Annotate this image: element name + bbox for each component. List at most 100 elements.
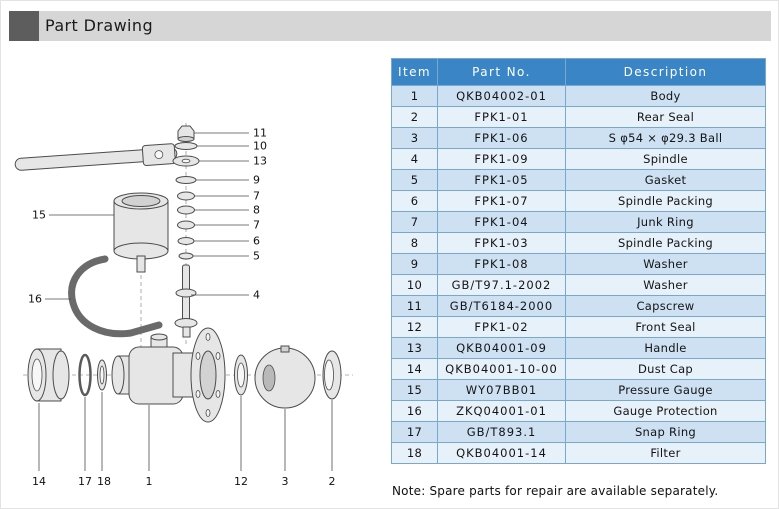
callout-17: 17 [78, 475, 92, 488]
spare-parts-note: Note: Spare parts for repair are availab… [392, 484, 719, 498]
part-no-cell: FPK1-08 [437, 253, 566, 275]
item-cell: 18 [391, 442, 438, 464]
description-cell: Gauge Protection [565, 400, 766, 422]
callout-7a: 7 [253, 190, 260, 203]
front-seal-drawing [234, 354, 248, 396]
callout-3: 3 [282, 475, 289, 488]
part-no-cell: GB/T6184-2000 [437, 295, 566, 317]
spindle-packing-7b-drawing [177, 220, 195, 230]
page-title: Part Drawing [45, 16, 154, 35]
part-no-cell: QKB04001-09 [437, 337, 566, 359]
description-cell: Washer [565, 253, 766, 275]
part-no-cell: WY07BB01 [437, 379, 566, 401]
callout-11: 11 [253, 127, 267, 140]
item-cell: 11 [391, 295, 438, 317]
description-cell: Snap Ring [565, 421, 766, 443]
spindle-packing-7a-drawing [177, 191, 195, 201]
description-cell: Junk Ring [565, 211, 766, 233]
callout-10: 10 [253, 140, 267, 153]
washer-10-drawing [174, 142, 198, 150]
item-cell: 1 [391, 85, 438, 107]
description-cell: Spindle [565, 148, 766, 170]
callout-7b: 7 [253, 219, 260, 232]
callout-14: 14 [32, 475, 46, 488]
header-item: Item [391, 58, 438, 86]
description-cell: Spindle Packing [565, 190, 766, 212]
callout-9: 9 [253, 174, 260, 187]
part-no-cell: FPK1-05 [437, 169, 566, 191]
callout-16: 16 [28, 293, 42, 306]
part-no-cell: FPK1-01 [437, 106, 566, 128]
item-cell: 12 [391, 316, 438, 338]
item-cell: 7 [391, 211, 438, 233]
description-cell: S φ54 × φ29.3 Ball [565, 127, 766, 149]
handle-hub-drawing [172, 155, 200, 167]
item-cell: 4 [391, 148, 438, 170]
header-part-no: Part No. [437, 58, 566, 86]
description-cell: Handle [565, 337, 766, 359]
table-header-row: Item Part No. Description [391, 58, 766, 86]
item-cell: 5 [391, 169, 438, 191]
description-cell: Body [565, 85, 766, 107]
title-accent-square [9, 11, 39, 41]
junk-ring-drawing [177, 237, 195, 245]
pressure-gauge-drawing [113, 192, 169, 273]
callout-12: 12 [234, 475, 248, 488]
item-cell: 8 [391, 232, 438, 254]
item-cell: 10 [391, 274, 438, 296]
exploded-view-diagram: 11 10 13 9 7 8 7 6 5 4 15 16 14 17 18 1 … [14, 123, 353, 488]
gasket-drawing [178, 252, 194, 260]
dust-cap-drawing [27, 348, 70, 402]
part-no-cell: FPK1-07 [437, 190, 566, 212]
description-cell: Pressure Gauge [565, 379, 766, 401]
part-no-cell: QKB04001-10-00 [437, 358, 566, 380]
part-no-cell: FPK1-06 [437, 127, 566, 149]
item-cell: 9 [391, 253, 438, 275]
header-description: Description [565, 58, 766, 86]
handle-drawing [14, 143, 178, 171]
description-cell: Gasket [565, 169, 766, 191]
snap-ring-drawing [78, 353, 92, 397]
item-cell: 16 [391, 400, 438, 422]
leader-lines [38, 132, 333, 471]
item-cell: 13 [391, 337, 438, 359]
callout-2: 2 [329, 475, 336, 488]
item-cell: 3 [391, 127, 438, 149]
part-no-cell: FPK1-03 [437, 232, 566, 254]
valve-body-drawing [111, 327, 226, 423]
gauge-protection-drawing [68, 255, 163, 338]
callout-18: 18 [97, 475, 111, 488]
callout-4: 4 [253, 289, 260, 302]
part-no-cell: ZKQ04001-01 [437, 400, 566, 422]
callout-13: 13 [253, 155, 267, 168]
part-no-cell: FPK1-09 [437, 148, 566, 170]
description-cell: Washer [565, 274, 766, 296]
part-no-cell: FPK1-04 [437, 211, 566, 233]
description-cell: Spindle Packing [565, 232, 766, 254]
title-bar: Part Drawing [9, 11, 771, 41]
description-cell: Dust Cap [565, 358, 766, 380]
part-no-cell: QKB04002-01 [437, 85, 566, 107]
part-no-cell: QKB04001-14 [437, 442, 566, 464]
description-cell: Rear Seal [565, 106, 766, 128]
part-no-cell: GB/T97.1-2002 [437, 274, 566, 296]
capscrew-drawing [177, 125, 195, 142]
